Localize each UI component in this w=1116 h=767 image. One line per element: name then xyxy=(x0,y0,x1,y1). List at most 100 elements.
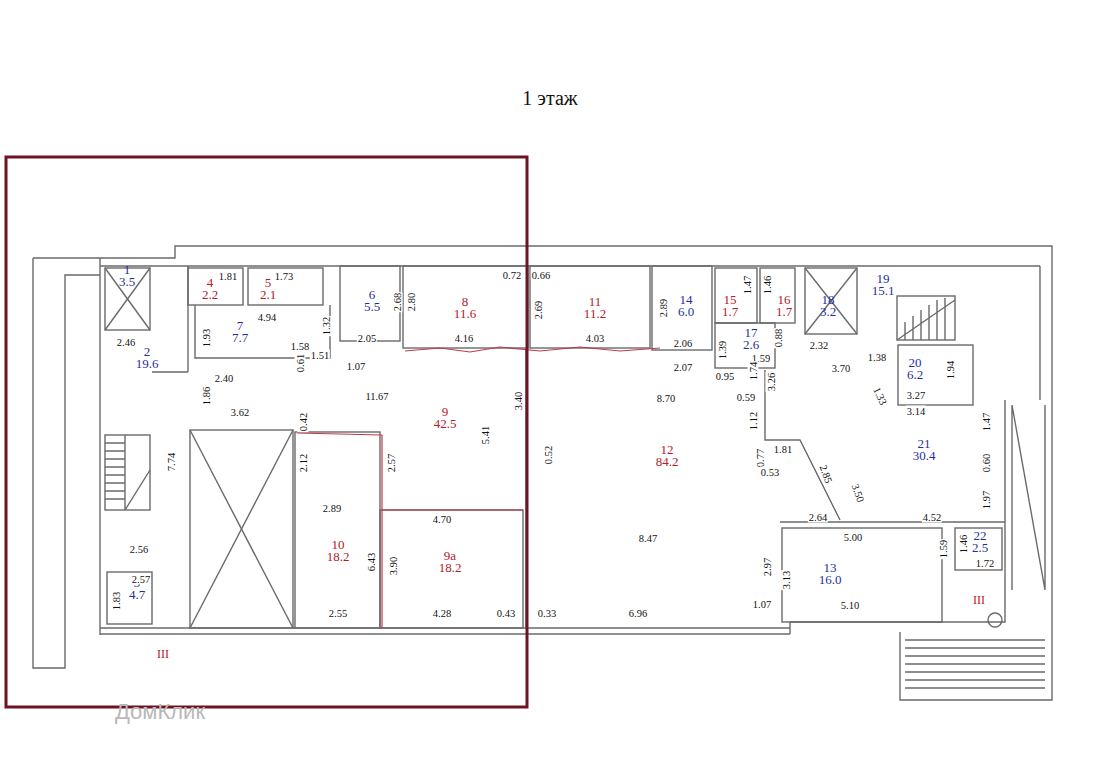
dimension: 0.88 xyxy=(773,328,784,348)
dimension: 3.50 xyxy=(849,482,866,505)
dimension: 2.12 xyxy=(298,453,309,473)
room-area: 2.2 xyxy=(201,289,219,301)
room-area: 3.2 xyxy=(819,306,837,318)
dimension: 1.58 xyxy=(290,341,310,352)
room-number: 19 xyxy=(871,273,896,285)
dimension: 1.07 xyxy=(752,599,772,610)
dimension: 1.97 xyxy=(981,490,992,510)
dimension: 4.16 xyxy=(454,333,474,344)
dimension: 5.00 xyxy=(843,532,863,543)
dimension: 0.43 xyxy=(496,608,516,619)
dimension: 1.74 xyxy=(748,361,759,381)
dimension: 6.43 xyxy=(366,552,377,572)
room-number: 2 xyxy=(135,346,160,358)
room-area: 1.7 xyxy=(775,306,793,318)
room-number: 4 xyxy=(201,277,219,289)
shaft-cross xyxy=(105,268,150,330)
dimension: 1.46 xyxy=(762,275,773,295)
ramp xyxy=(1012,405,1045,590)
room-number: 6 xyxy=(363,289,381,301)
dimension: 1.81 xyxy=(773,444,793,455)
dimension: 5.41 xyxy=(480,425,491,445)
room-label: 1316.0 xyxy=(818,562,843,586)
room-area: 15.1 xyxy=(871,285,896,297)
room-label: 13.5 xyxy=(118,264,136,288)
dimension: 2.57 xyxy=(131,574,151,585)
wall xyxy=(765,370,840,520)
room-number: 11 xyxy=(583,296,607,308)
dimension: 0.33 xyxy=(537,608,557,619)
dimension: 2.06 xyxy=(673,338,693,349)
section-mark: III xyxy=(156,648,170,661)
room-area: 6.2 xyxy=(906,369,924,381)
room-outline xyxy=(760,268,795,323)
room-outline xyxy=(955,528,1002,570)
dimension: 1.83 xyxy=(111,591,122,611)
room-label: 1284.2 xyxy=(655,444,680,468)
room-outline xyxy=(248,268,323,305)
partition-line xyxy=(381,435,382,628)
section-mark: III xyxy=(972,594,986,607)
room-area: 5.5 xyxy=(363,301,381,313)
dimension: 2.80 xyxy=(406,292,417,312)
dimension: 4.70 xyxy=(432,514,452,525)
room-outline xyxy=(715,323,775,368)
room-area: 18.2 xyxy=(326,551,351,563)
dimension: 1.59 xyxy=(938,539,949,559)
room-number: 1 xyxy=(118,264,136,276)
dimension: 1.81 xyxy=(218,271,238,282)
dimension: 2.85 xyxy=(817,463,834,486)
partition-line xyxy=(405,347,660,352)
dimension: 3.26 xyxy=(766,372,777,392)
dimension: 0.72 xyxy=(502,270,522,281)
room-label: 65.5 xyxy=(363,289,381,313)
room-area: 18.2 xyxy=(438,562,463,574)
room-label: 206.2 xyxy=(906,357,924,381)
room-area: 19.6 xyxy=(135,358,160,370)
void-cross xyxy=(190,430,293,628)
room-area: 2.1 xyxy=(259,289,277,301)
dimension: 1.46 xyxy=(958,534,969,554)
stair-steps xyxy=(897,298,955,340)
room-label: 183.2 xyxy=(819,294,837,318)
shaft-cross xyxy=(805,268,857,334)
void-cross xyxy=(190,430,293,628)
wall xyxy=(100,633,790,634)
room-label: 172.6 xyxy=(742,327,760,351)
room-label: 146.0 xyxy=(677,294,695,318)
watermark: ДомКлик xyxy=(114,700,206,724)
dimension: 8.70 xyxy=(656,393,676,404)
dimension: 2.46 xyxy=(116,337,136,348)
dimension: 8.47 xyxy=(638,533,658,544)
room-number: 15 xyxy=(721,294,739,306)
shaft-cross xyxy=(805,268,857,334)
room-outline xyxy=(530,266,650,348)
room-outline xyxy=(380,510,523,628)
room-outline xyxy=(107,572,152,624)
room-area: 2.5 xyxy=(971,542,989,554)
dimension: 2.97 xyxy=(762,557,773,577)
room-area: 84.2 xyxy=(655,456,680,468)
stair-steps xyxy=(905,640,1045,688)
room-number: 8 xyxy=(453,296,477,308)
room-number: 9 xyxy=(433,406,458,418)
dimension: 1.47 xyxy=(981,412,992,432)
room-outline xyxy=(652,266,712,350)
room-label: 219.6 xyxy=(135,346,160,370)
room-area: 42.5 xyxy=(433,418,458,430)
stair-steps xyxy=(105,435,150,510)
room-label: 161.7 xyxy=(775,294,793,318)
room-number: 20 xyxy=(906,357,924,369)
room-outline xyxy=(105,268,150,330)
dimension: 0.95 xyxy=(715,371,735,382)
dimension: 1.33 xyxy=(871,384,890,407)
shaft-cross xyxy=(105,268,150,330)
dimension: 2.32 xyxy=(809,340,829,351)
room-label: 151.7 xyxy=(721,294,739,318)
room-label: 77.7 xyxy=(231,320,249,344)
dimension: 1.47 xyxy=(742,275,753,295)
dimension: 7.74 xyxy=(166,452,177,472)
room-area: 7.7 xyxy=(231,332,249,344)
dimension: 3.70 xyxy=(831,363,851,374)
